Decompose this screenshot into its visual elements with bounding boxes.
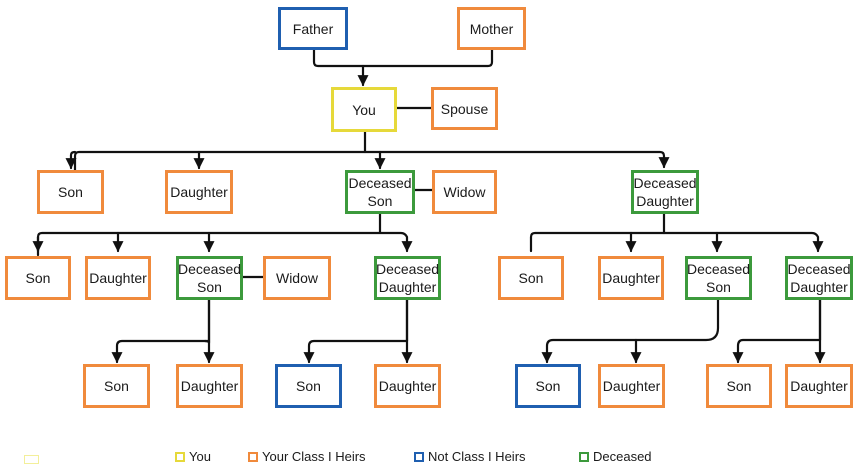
deceased-grandson-node: Deceased Son xyxy=(176,256,243,300)
node-label: Widow xyxy=(443,184,486,200)
node-label: Son xyxy=(104,378,129,394)
legend-label: You xyxy=(189,449,211,464)
mother-node: Mother xyxy=(457,7,526,50)
node-label: You xyxy=(352,101,376,118)
legend-swatch xyxy=(414,451,424,462)
connector-dddd-bar xyxy=(738,298,822,362)
legend-swatch xyxy=(248,451,258,462)
legend-label: Deceased xyxy=(593,449,652,464)
node-label: Daughter xyxy=(602,270,660,286)
node-label: Daughter xyxy=(170,184,228,200)
great-granddaughter-node: Daughter xyxy=(785,364,853,408)
node-label: Son xyxy=(535,378,561,394)
connector-ds-bar xyxy=(36,231,413,257)
node-label: Deceased Son xyxy=(686,261,751,295)
son-node: Son xyxy=(37,170,104,214)
grandson-node: Son xyxy=(498,256,564,300)
great-grandson-node: Son xyxy=(706,364,772,408)
granddaughter-node: Daughter xyxy=(598,256,664,300)
legend-deceased: Deceased xyxy=(579,449,652,464)
node-label: Deceased Daughter xyxy=(633,175,697,209)
great-granddaughter-node: Daughter xyxy=(176,364,243,408)
legend-class1-heirs: Your Class I Heirs xyxy=(248,449,366,464)
node-label: Daughter xyxy=(89,270,147,286)
deceased-son-node: Deceased Son xyxy=(345,170,415,214)
connector-ddds-stem xyxy=(541,298,720,364)
deceased-granddaughter-node: Deceased Daughter xyxy=(374,256,441,300)
legend-not-class1-heirs: Not Class I Heirs xyxy=(414,449,526,464)
connector-dsdd-bar xyxy=(309,298,409,362)
node-label: Deceased Daughter xyxy=(787,261,851,295)
node-label: Mother xyxy=(469,20,514,37)
great-grandson-node: Son xyxy=(515,364,581,408)
node-label: Daughter xyxy=(180,378,239,394)
grandson-widow-node: Widow xyxy=(263,256,331,300)
granddaughter-node: Daughter xyxy=(85,256,151,300)
great-granddaughter-node: Daughter xyxy=(374,364,441,408)
connector-you-children-bar xyxy=(73,150,670,172)
great-granddaughter-node: Daughter xyxy=(598,364,665,408)
node-label: Son xyxy=(726,378,752,394)
connector-dd-bar xyxy=(529,231,824,253)
node-label: Spouse xyxy=(440,100,489,117)
deceased-daughter-node: Deceased Daughter xyxy=(631,170,699,214)
widow-node: Widow xyxy=(432,170,497,214)
connector-to-son1 xyxy=(71,150,75,168)
you-node: You xyxy=(331,87,397,132)
node-label: Widow xyxy=(275,270,318,286)
connector-dsds-bar xyxy=(111,339,211,364)
node-label: Son xyxy=(296,378,321,394)
spouse-node: Spouse xyxy=(431,87,498,130)
node-label: Deceased Son xyxy=(348,175,412,209)
node-label: Son xyxy=(518,270,544,286)
node-label: Daughter xyxy=(602,378,661,394)
deceased-grandson-node: Deceased Son xyxy=(685,256,752,300)
great-grandson-node: Son xyxy=(83,364,150,408)
legend-swatch xyxy=(579,451,589,462)
corner-box xyxy=(24,455,39,464)
legend-swatch xyxy=(175,451,185,462)
node-label: Daughter xyxy=(790,378,848,394)
node-label: Daughter xyxy=(378,378,437,394)
father-node: Father xyxy=(278,7,348,50)
node-label: Deceased Daughter xyxy=(375,261,440,295)
deceased-granddaughter-node: Deceased Daughter xyxy=(785,256,853,300)
connector-parents xyxy=(312,47,494,68)
legend-label: Not Class I Heirs xyxy=(428,449,526,464)
node-label: Father xyxy=(292,20,334,37)
daughter-node: Daughter xyxy=(165,170,233,214)
great-grandson-node: Son xyxy=(275,364,342,408)
node-label: Deceased Son xyxy=(177,261,242,295)
node-label: Son xyxy=(25,270,51,286)
legend-label: Your Class I Heirs xyxy=(262,449,366,464)
grandson-node: Son xyxy=(5,256,71,300)
node-label: Son xyxy=(58,184,83,200)
legend-you: You xyxy=(175,449,211,464)
